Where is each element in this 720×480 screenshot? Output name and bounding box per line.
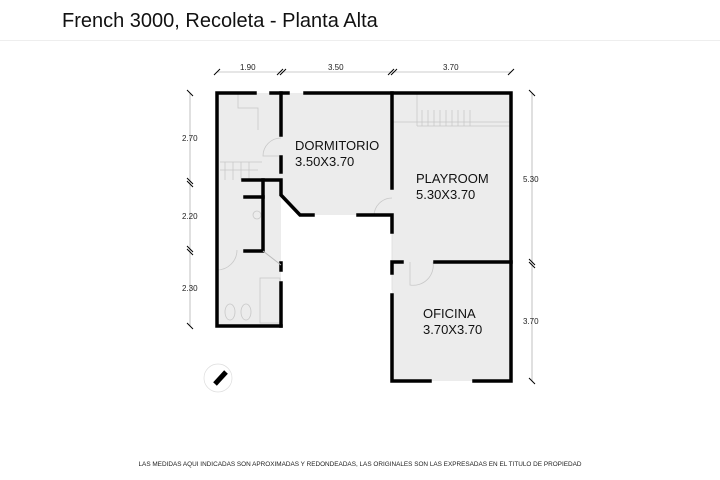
north-arrow-icon bbox=[203, 363, 233, 393]
dim-top-3: 3.70 bbox=[443, 63, 459, 72]
disclaimer-footnote: LAS MEDIDAS AQUI INDICADAS SON APROXIMAD… bbox=[138, 461, 582, 468]
room-name-dormitorio: DORMITORIO bbox=[295, 138, 379, 153]
room-name-oficina: OFICINA bbox=[423, 306, 476, 321]
floor-fill bbox=[217, 93, 511, 381]
walls bbox=[215, 91, 513, 383]
room-size-playroom: 5.30X3.70 bbox=[416, 187, 475, 202]
fixtures bbox=[216, 93, 511, 324]
dim-top-2: 3.50 bbox=[328, 63, 344, 72]
dim-right-2: 3.70 bbox=[523, 317, 539, 326]
dimension-lines bbox=[189, 71, 533, 381]
room-size-oficina: 3.70X3.70 bbox=[423, 322, 482, 337]
dim-left-1: 2.70 bbox=[182, 134, 198, 143]
dim-top-1: 1.90 bbox=[240, 63, 256, 72]
room-name-playroom: PLAYROOM bbox=[416, 171, 489, 186]
dimension-ticks bbox=[186, 68, 536, 385]
plan-title: French 3000, Recoleta - Planta Alta bbox=[62, 10, 378, 32]
dim-right-1: 5.30 bbox=[523, 175, 539, 184]
dim-left-3: 2.30 bbox=[182, 284, 198, 293]
room-size-dormitorio: 3.50X3.70 bbox=[295, 154, 354, 169]
header-divider bbox=[0, 40, 720, 41]
dim-left-2: 2.20 bbox=[182, 212, 198, 221]
